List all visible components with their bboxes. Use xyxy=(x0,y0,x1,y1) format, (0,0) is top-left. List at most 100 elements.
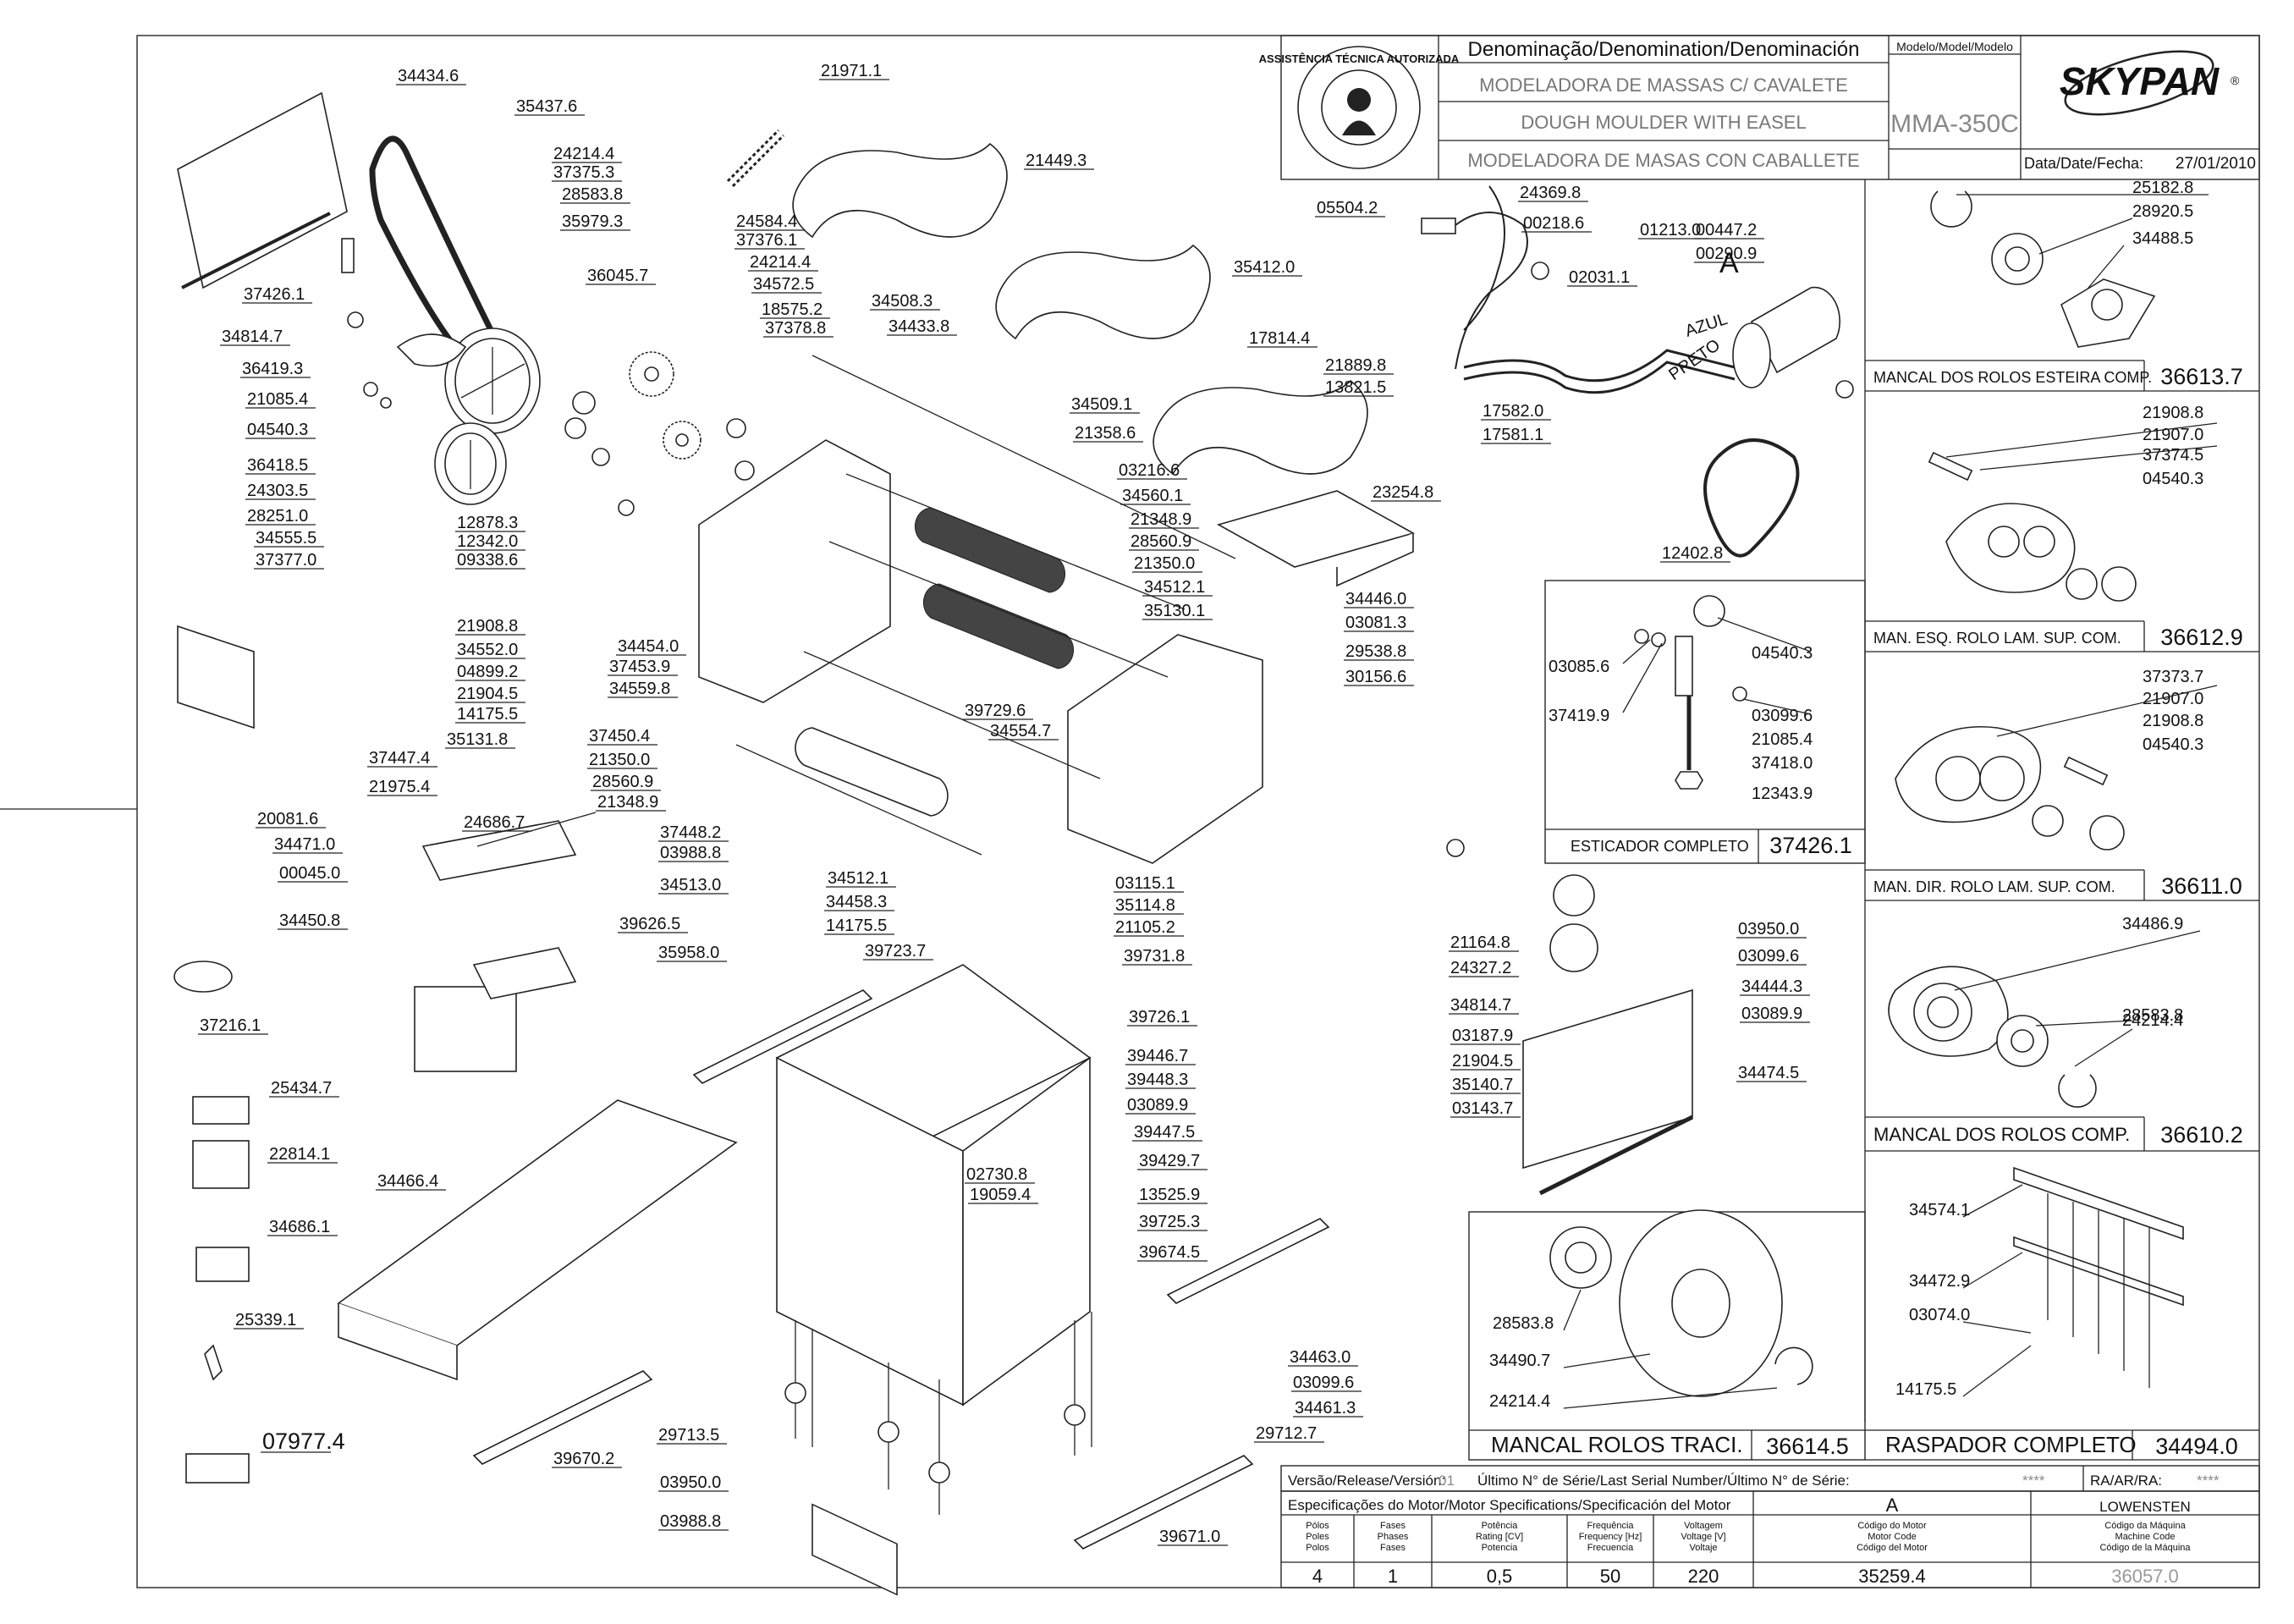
part-label: 34554.7 xyxy=(990,722,1051,740)
spec-header: Potencia xyxy=(1482,1543,1519,1553)
part-label: 34814.7 xyxy=(1450,996,1511,1015)
part-label: 30156.6 xyxy=(1345,668,1406,686)
authorized-service-seal: ASSISTÊNCIA TÉCNICA AUTORIZADA xyxy=(1259,46,1460,169)
spec-header: Rating [CV] xyxy=(1476,1532,1523,1542)
spec-header: Fases xyxy=(1380,1543,1406,1553)
part-label: 21889.8 xyxy=(1325,356,1386,375)
assembly-code: 36613.7 xyxy=(2160,364,2243,389)
part-label: 03099.6 xyxy=(1738,947,1799,966)
part-label: 34555.5 xyxy=(256,529,316,548)
part-label: 21350.0 xyxy=(1134,554,1195,573)
part-label: 34472.9 xyxy=(1909,1272,1970,1291)
part-label: 34458.3 xyxy=(826,893,887,911)
model-code: MMA-350C xyxy=(1890,110,2019,138)
part-label: 03074.0 xyxy=(1909,1306,1970,1324)
part-label: 34513.0 xyxy=(660,876,721,895)
part-label: 17814.4 xyxy=(1249,329,1310,348)
spec-header: Polos xyxy=(1306,1543,1329,1553)
spec-header: Motor Code xyxy=(1868,1532,1916,1542)
sponge-23254 xyxy=(1153,379,1368,476)
part-label: 21904.5 xyxy=(1452,1052,1513,1071)
part-label: 13821.5 xyxy=(1325,378,1386,397)
part-label: 37373.7 xyxy=(2143,668,2203,686)
part-label: 03115.1 xyxy=(1115,874,1175,893)
part-label: 03089.9 xyxy=(1127,1096,1188,1115)
part-label: 03085.6 xyxy=(1549,658,1609,676)
part-label: 24327.2 xyxy=(1450,959,1511,977)
wire-preto-label: PRETO xyxy=(1665,336,1724,384)
motor xyxy=(1732,286,1854,399)
denomination-header: Denominação/Denomination/Denominación xyxy=(1468,38,1860,61)
part-label: 37448.2 xyxy=(660,823,721,842)
part-label: 34574.1 xyxy=(1909,1201,1970,1219)
part-label: 36418.5 xyxy=(247,456,308,475)
spec-header: Phases xyxy=(1378,1532,1409,1542)
part-label: 37453.9 xyxy=(609,658,670,676)
part-label: 03143.7 xyxy=(1452,1099,1513,1118)
svg-text:®: ® xyxy=(2231,74,2240,87)
part-label: 35958.0 xyxy=(658,944,719,962)
part-label: 28583.8 xyxy=(562,185,623,204)
assembly-36611-0: MAN. DIR. ROLO LAM. SUP. COM. 36611.0 37… xyxy=(1865,668,2259,901)
part-label: 34454.0 xyxy=(618,637,679,656)
part-label: 34509.1 xyxy=(1071,395,1132,414)
part-label: 34471.0 xyxy=(274,835,335,854)
part-label: 24369.8 xyxy=(1520,184,1581,202)
part-label: 34560.1 xyxy=(1122,487,1183,505)
part-label: 22814.1 xyxy=(269,1145,330,1164)
right-housing xyxy=(1067,634,1263,864)
part-label: 21449.3 xyxy=(1026,151,1086,170)
assembly-37426-1: ESTICADOR COMPLETO 37426.1 04540.3 03085… xyxy=(1544,580,1866,864)
part-label: 34686.1 xyxy=(269,1218,330,1236)
part-label: 35979.3 xyxy=(562,212,623,231)
part-label: 37374.5 xyxy=(2143,446,2203,465)
spec-value: 35259.4 xyxy=(1858,1566,1926,1587)
part-label: 04540.3 xyxy=(2143,735,2203,754)
revision-row: Versão/Release/Versión: 01 Último N° de … xyxy=(1280,1465,2260,1492)
spec-header: Voltaje xyxy=(1689,1543,1717,1553)
part-label: 39731.8 xyxy=(1124,947,1185,966)
assembly-name: ESTICADOR COMPLETO xyxy=(1571,838,1749,855)
part-label: 28920.5 xyxy=(2132,202,2193,221)
date-label: Data/Date/Fecha: xyxy=(2024,155,2143,172)
part-label: 35131.8 xyxy=(447,730,508,749)
part-label: 34552.0 xyxy=(457,641,518,659)
part-label: 03099.6 xyxy=(1293,1374,1354,1392)
date-value: 27/01/2010 xyxy=(2176,155,2256,173)
part-label: 25182.8 xyxy=(2132,179,2193,197)
part-label: 21348.9 xyxy=(1130,510,1191,529)
product-name-pt: MODELADORA DE MASSAS C/ CAVALETE xyxy=(1479,74,1848,96)
part-label: 21350.0 xyxy=(589,751,650,769)
logo-sticker-37216 xyxy=(173,961,233,993)
part-label: 37418.0 xyxy=(1752,754,1813,773)
assembly-code: 34494.0 xyxy=(2155,1434,2238,1459)
assembly-name: MANCAL DOS ROLOS ESTEIRA COMP. xyxy=(1873,369,2152,386)
part-label: 02730.8 xyxy=(966,1165,1027,1184)
smooth-roller xyxy=(795,727,949,817)
part-label: 28251.0 xyxy=(247,507,308,526)
sticker-34686 xyxy=(195,1247,250,1282)
part-label: 14175.5 xyxy=(457,705,518,724)
part-label: 03950.0 xyxy=(660,1473,721,1492)
motor-column-a: A xyxy=(1886,1495,1899,1516)
part-label: 28560.9 xyxy=(1130,532,1191,551)
spec-header: Frequency [Hz] xyxy=(1579,1532,1642,1542)
part-label: 04540.3 xyxy=(1752,644,1813,663)
spec-header: Código del Motor xyxy=(1857,1543,1928,1553)
part-label: 21971.1 xyxy=(821,62,882,80)
part-label: 34488.5 xyxy=(2132,229,2193,248)
spec-value: 220 xyxy=(1688,1566,1719,1587)
part-label: 34474.5 xyxy=(1738,1064,1799,1082)
part-label: 21975.4 xyxy=(369,778,430,796)
left-housing xyxy=(698,439,891,703)
revision-value: 01 xyxy=(1439,1473,1455,1489)
part-label: 00290.9 xyxy=(1696,245,1757,263)
assembly-36612-9: MAN. ESQ. ROLO LAM. SUP. COM. 36612.9 21… xyxy=(1865,404,2259,652)
side-panel-34434 xyxy=(177,91,348,289)
sticker-25339 xyxy=(204,1344,223,1381)
spec-header: Pólos xyxy=(1306,1521,1329,1531)
part-label: 39725.3 xyxy=(1139,1213,1200,1231)
part-label: 21908.8 xyxy=(457,617,518,636)
revision-label: Versão/Release/Versión: xyxy=(1288,1473,1445,1489)
part-label: 03099.6 xyxy=(1752,707,1813,725)
